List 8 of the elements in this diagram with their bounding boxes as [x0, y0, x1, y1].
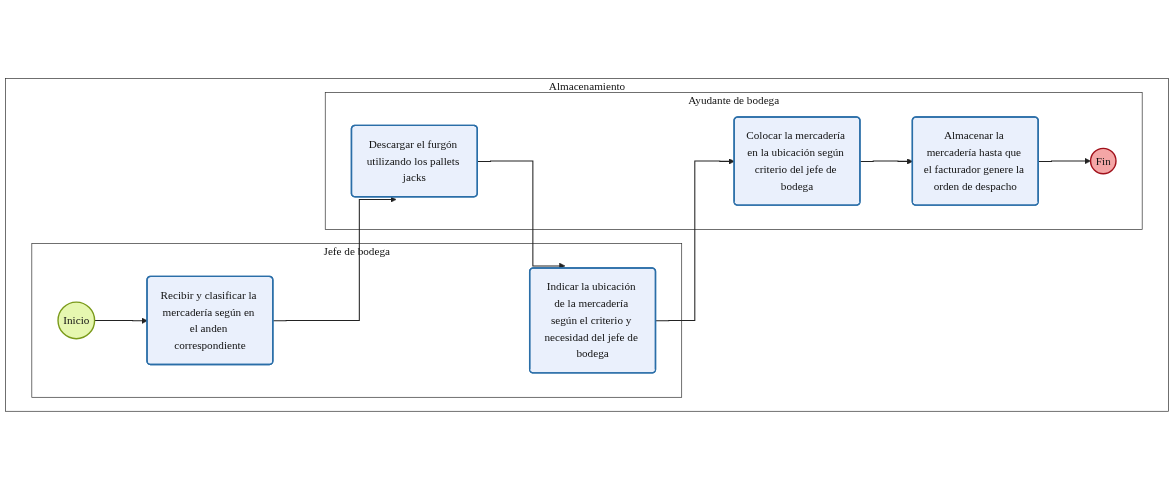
arrow [655, 158, 735, 322]
arrow [1038, 158, 1091, 165]
node-circle: Inicio [57, 301, 96, 340]
arrow [272, 196, 397, 322]
arrow [859, 158, 913, 165]
node-circle: Fin [1089, 147, 1117, 175]
arrow [477, 160, 566, 270]
arrow [94, 317, 148, 324]
